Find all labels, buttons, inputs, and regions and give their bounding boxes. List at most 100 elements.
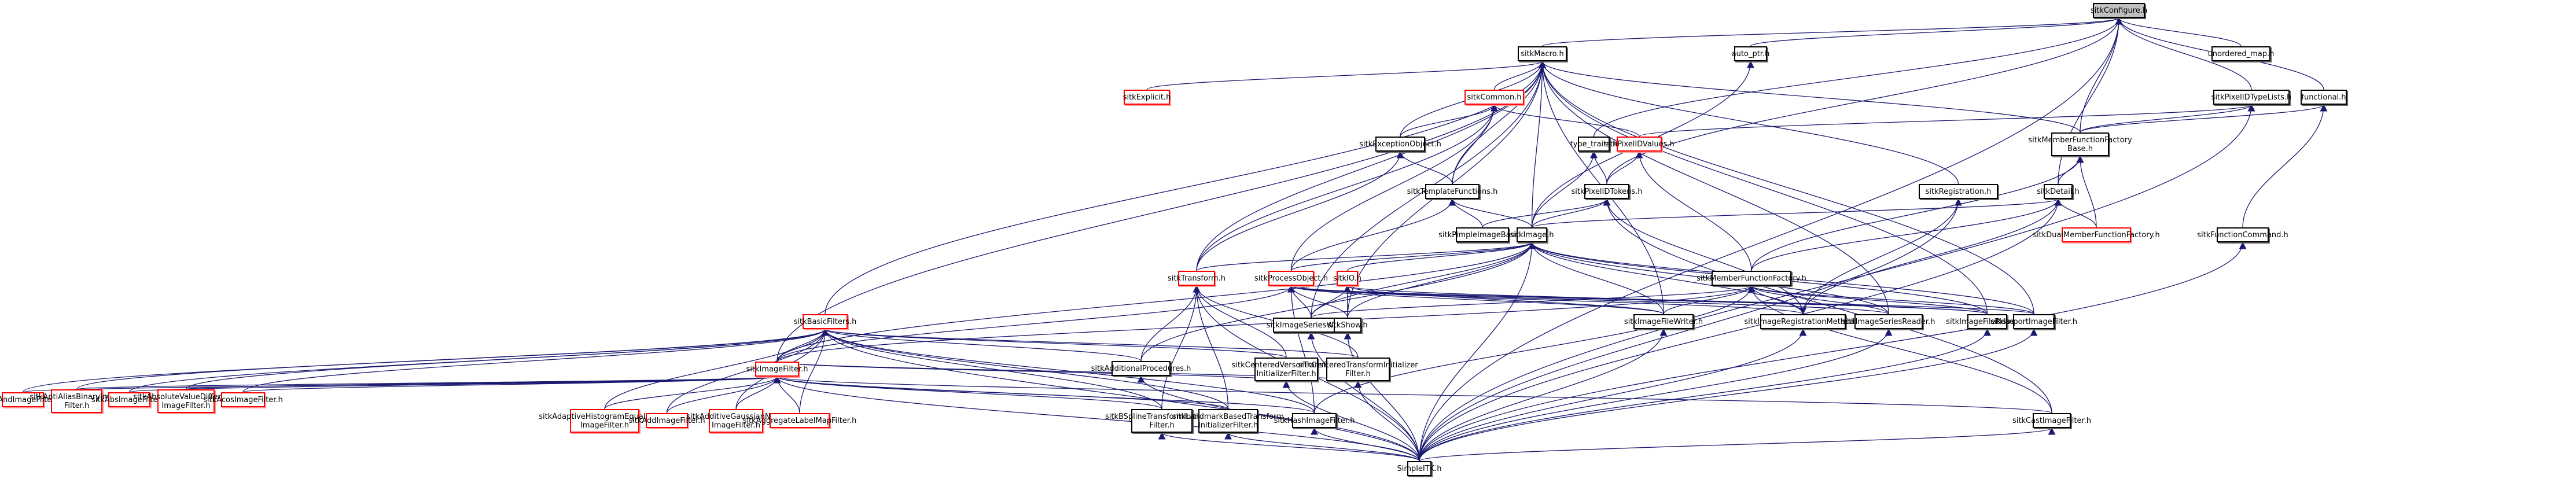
node-sitkmemberfunctionfactorybase[interactable]: sitkMemberFunctionFactory Base.h <box>2028 132 2132 156</box>
edge-adaptivehist-to-imagefilter <box>604 375 781 410</box>
node-sitkmacro[interactable]: sitkMacro.h <box>1518 46 1567 61</box>
edge-simpleitk-to-basicfilters <box>821 328 1420 462</box>
node-sitkaggregatelabelmapfilter[interactable]: sitkAggregateLabelMapFilter.h <box>743 413 856 428</box>
node-sitkcastimagefilter[interactable]: sitkCastImageFilter.h <box>2012 413 2091 428</box>
edge-absvaluediff-to-basicfilters <box>185 328 829 390</box>
edge-simpleitk-to-detail <box>1419 198 2062 462</box>
edge-macro-to-configure <box>1541 17 2122 47</box>
node-sitkantialiasbinaryimagefilter[interactable]: sitkAntiAliasBinaryImage Filter.h <box>30 389 124 413</box>
node-sitkadditionalprocedures[interactable]: sitkAdditionalProcedures.h <box>1091 361 1191 376</box>
node-sitkabsimagefilter[interactable]: sitkAbsImageFilter.h <box>91 392 167 407</box>
edge-imageseriesreader-to-macro <box>1539 60 1889 315</box>
edge-simpleitk-to-registration <box>1419 198 1962 462</box>
edge-importimagefilter-to-mff <box>1747 285 2034 315</box>
edge-additionalprocedures-to-image <box>1140 241 1536 362</box>
node-sitkadditivegaussiannoiseimagefilter[interactable]: sitkAdditiveGaussianNoise ImageFilter.h <box>686 409 786 433</box>
edge-image-to-templatefunctions <box>1448 198 1533 228</box>
node-sitkadaptivehistogramequalizationimagefilter[interactable]: sitkAdaptiveHistogramEqualization ImageF… <box>539 409 671 433</box>
node-sitkio[interactable]: sitkIO.h <box>1333 271 1361 286</box>
edge-transform-to-exceptionobject <box>1196 150 1404 271</box>
node-sitkfunctioncommand[interactable]: sitkFunctionCommand.h <box>2197 227 2288 242</box>
node-sitkimage[interactable]: sitkImage.h <box>1510 227 1554 242</box>
edge-imageseriesreader-to-mff <box>1747 285 1889 315</box>
node-sitkimageseriesreader[interactable]: sitkImageSeriesReader.h <box>1842 314 1935 329</box>
node-sitkconfigure[interactable]: sitkConfigure.h <box>2091 3 2147 18</box>
node-sitktransform[interactable]: sitkTransform.h <box>1168 271 1226 286</box>
edge-simpleitk-to-landmark <box>1224 432 1420 462</box>
node-sitkacosimagefilter[interactable]: sitkAcosImageFilter.h <box>203 392 283 407</box>
edge-additionalprocedures-to-basicfilters <box>821 328 1142 362</box>
edge-mffbase-to-macro <box>1539 60 2081 133</box>
edge-processobject-to-templatefunctions <box>1290 198 1456 271</box>
edge-pixelidvalues-to-common <box>1491 104 1640 137</box>
node-sitkcommon[interactable]: sitkCommon.h <box>1464 90 1524 105</box>
node-sitkprocessobject[interactable]: sitkProcessObject.h <box>1254 271 1328 286</box>
edge-simpleitk-to-imagefilewriter <box>1419 328 1668 462</box>
edge-exceptionobject-to-common <box>1400 104 1498 137</box>
edge-simpleitk-to-show <box>1344 331 1420 462</box>
edge-hashimagefilter-to-processobject <box>1287 285 1315 414</box>
node-sitkhashimagefilter[interactable]: sitkHashImageFilter.h <box>1274 413 1355 428</box>
node-type-traits[interactable]: type_traits.h <box>1570 137 1617 152</box>
edge-simpleitk-to-imageserieswriter <box>1307 331 1420 462</box>
edge-simpleitk-to-castimagefilter <box>1419 427 2055 462</box>
edge-simpleitk-to-configure <box>1419 17 2123 462</box>
node-auto-ptr[interactable]: auto_ptr.h <box>1732 46 1769 61</box>
edge-castimagefilter-to-pixelidtokens <box>1603 198 2052 414</box>
node-sitktemplatefunctions[interactable]: sitkTemplateFunctions.h <box>1407 184 1497 199</box>
edge-transform-to-common <box>1196 104 1498 271</box>
node-sitkimagefilewriter[interactable]: sitkImageFileWriter.h <box>1624 314 1703 329</box>
edge-centeredversor-to-basicfilters <box>821 328 1287 358</box>
node-sitkbsplinetransforminitializerfilter[interactable]: sitkBSplineTransformInitializer Filter.h <box>1105 409 1219 433</box>
edge-detail-to-configure <box>2058 17 2123 185</box>
edge-landmark-to-basicfilters <box>821 328 1229 410</box>
edge-hashimagefilter-to-imagefilter <box>773 375 1315 414</box>
node-unordered-map[interactable]: unordered_map.h <box>2208 46 2274 61</box>
node-sitkpixelidvalues[interactable]: sitkPixelIDValues.h <box>1604 137 1675 152</box>
edge-dualmff-to-mffbase <box>2076 155 2097 228</box>
edge-acosimagefilter-to-imagefilter <box>242 375 781 393</box>
edge-show-to-image <box>1347 241 1536 318</box>
node-sitkdualmemberfunctionfactory[interactable]: sitkDualMemberFunctionFactory.h <box>2033 227 2160 242</box>
node-sitkexplicit[interactable]: sitkExplicit.h <box>1123 90 1171 105</box>
edge-simpleitk-to-imageseriesreader <box>1419 328 1893 462</box>
node-sitkexceptionobject[interactable]: sitkExceptionObject.h <box>1359 137 1441 152</box>
edge-mffbase-to-functional <box>2080 104 2328 133</box>
node-sitkimagefilter[interactable]: sitkImageFilter.h <box>746 362 808 377</box>
node-sitkcenteredversortransforminitializerfilter[interactable]: sitkCenteredVersorTransform InitializerF… <box>1232 358 1341 381</box>
edge-templatefunctions-to-macro <box>1452 60 1546 185</box>
edge-mff-to-detail <box>1751 198 2062 271</box>
edge-simpleitk-to-importimagefilter <box>1419 328 2038 462</box>
node-sitkimportimagefilter[interactable]: sitkImportImageFilter.h <box>1990 314 2077 329</box>
node-sitkimageregistrationmethod[interactable]: sitkImageRegistrationMethod.h <box>1744 314 1862 329</box>
node-sitkregistration[interactable]: sitkRegistration.h <box>1919 184 1998 199</box>
edge-imagefilter-to-mff <box>777 285 1756 362</box>
node-sitkpixelidtypelists[interactable]: sitkPixelIDTypeLists.h <box>2211 90 2291 105</box>
edge-io-to-image <box>1346 241 1536 271</box>
node-sitkbasicfilters[interactable]: sitkBasicFilters.h <box>794 314 856 329</box>
node-sitkdetail[interactable]: sitkDetail.h <box>2037 184 2080 199</box>
node-sitkaddimagefilter[interactable]: sitkAddImageFilter.h <box>628 413 705 428</box>
edge-image-to-type_traits <box>1531 150 1598 228</box>
edge-processobject-to-image <box>1290 241 1536 271</box>
node-sitkabsolutevaluedifferenceimagefilter[interactable]: sitkAbsoluteValueDifference ImageFilter.… <box>133 389 239 413</box>
edge-additionalprocedures-to-transform <box>1140 285 1201 362</box>
node-sitkcenteredtransforminitializerfilter[interactable]: sitkCenteredTransformInitializer Filter.… <box>1298 358 1418 381</box>
edge-bspline-to-basicfilters <box>821 328 1162 410</box>
edge-additivegaussian-to-imagefilter <box>735 375 781 410</box>
edge-pixelidvalues-to-pixelidtypelists <box>1639 104 2255 137</box>
edge-auto_ptr-to-configure <box>1750 17 2123 47</box>
node-sitkpixelidtokens[interactable]: sitkPixelIDTokens.h <box>1571 184 1643 199</box>
edge-hashimagefilter-to-mff <box>1313 285 1756 414</box>
edge-imagefilter-to-processobject <box>777 285 1295 362</box>
node-simpleitk[interactable]: SimpleITK.h <box>1397 461 1442 476</box>
node-sitkpimpleimagebase[interactable]: sitkPimpleImageBase.h <box>1438 227 1526 242</box>
edge-registration-to-macro <box>1539 60 1959 185</box>
node-functional[interactable]: functional.h <box>2301 90 2347 105</box>
edge-registration-to-imageregistrationmethod <box>1799 198 1959 315</box>
node-sitklandmarkbasedtransforminitializerfilter[interactable]: sitkLandmarkBasedTransform InitializerFi… <box>1172 409 1284 433</box>
edge-simpleitk-to-bspline <box>1158 432 1420 462</box>
node-sitkshow[interactable]: sitkShow.h <box>1327 318 1368 333</box>
node-sitkmemberfunctionfactory[interactable]: sitkMemberFunctionFactory.h <box>1697 271 1806 286</box>
